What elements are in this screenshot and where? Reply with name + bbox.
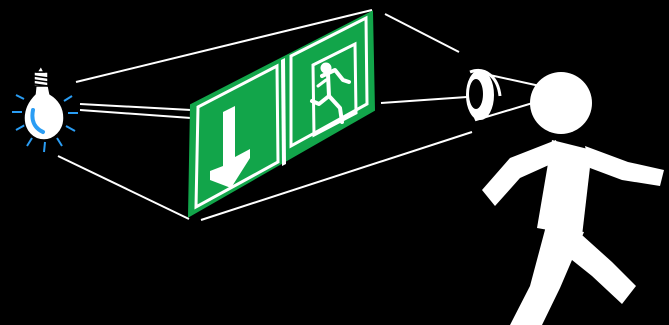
emergency-exit-sign-icon (189, 12, 374, 216)
eye-pupil (469, 79, 483, 109)
ray-bulb-to-sign-lower-mid (80, 110, 191, 118)
sight-line-middle (381, 97, 467, 103)
ray-bulb-to-sign-bottom (58, 156, 189, 219)
observer-back-leg (510, 226, 584, 325)
light-bulb-icon (12, 66, 78, 152)
observer-front-arm (585, 146, 664, 186)
bulb-screw-base (34, 66, 48, 86)
sight-line-top (385, 14, 459, 52)
ray-bulb-to-sign-upper-mid (80, 104, 191, 110)
observer-head (530, 72, 592, 134)
